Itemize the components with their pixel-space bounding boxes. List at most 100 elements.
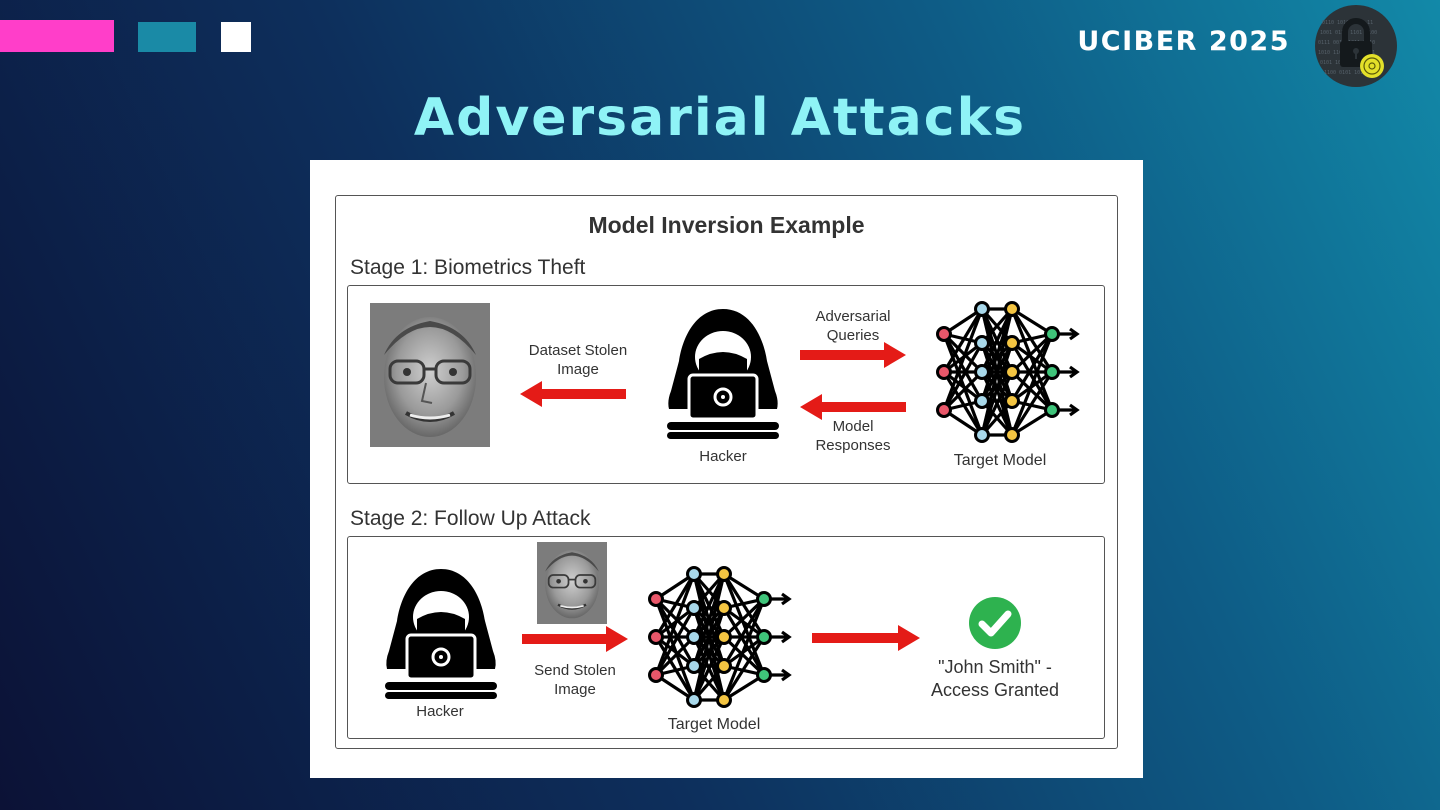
stage1-panel <box>347 285 1105 484</box>
network-node <box>974 427 990 443</box>
network-edge <box>980 371 1014 436</box>
network-edge <box>654 607 696 676</box>
network-node <box>1004 427 1020 443</box>
network-edge <box>692 636 726 701</box>
decor-square-white <box>221 22 251 52</box>
network-edge <box>942 332 984 374</box>
network-output-arrowhead <box>781 668 792 682</box>
stage2-panel <box>347 536 1105 739</box>
network-edge <box>1010 333 1054 402</box>
network-node <box>974 393 990 409</box>
stage1-hacker-label: Hacker <box>699 448 747 465</box>
lock-logo-icon: 0110 1010 0101 11 1001 0110 1101 0100 01… <box>1315 5 1397 87</box>
network-edge <box>1010 332 1054 374</box>
network-node <box>686 658 702 674</box>
network-node <box>648 629 664 645</box>
network-node <box>648 591 664 607</box>
network-node <box>716 566 732 582</box>
network-edge <box>654 635 696 677</box>
network-edge <box>722 597 766 639</box>
network-node <box>974 301 990 317</box>
stage2-label: Stage 2: Follow Up Attack <box>350 507 591 530</box>
network-node <box>936 364 952 380</box>
network-node <box>1044 364 1060 380</box>
check-circle-icon <box>969 597 1021 649</box>
network-edge <box>980 342 1014 436</box>
network-node <box>686 692 702 708</box>
network-edge <box>1011 341 1053 374</box>
network-node <box>1004 364 1020 380</box>
network-node <box>936 326 952 342</box>
stage1-model-label: Target Model <box>953 452 1047 469</box>
network-node <box>1044 402 1060 418</box>
stage1-label: Stage 1: Biometrics Theft <box>350 256 586 279</box>
network-edge <box>654 598 696 667</box>
network-edge <box>942 308 984 411</box>
diagram-frame: Model Inversion Example Stage 1: Biometr… <box>335 195 1118 749</box>
arrow-left-stolen <box>520 381 626 407</box>
network-edge <box>942 342 984 411</box>
access-granted-caption: "John Smith" - Access Granted <box>930 657 1060 700</box>
decor-bar-teal <box>138 22 196 52</box>
network-node <box>1044 326 1060 342</box>
network-edge <box>1010 342 1054 411</box>
network-edge <box>942 308 984 373</box>
network-node <box>974 364 990 380</box>
arrow-right-send <box>522 626 628 652</box>
network-edge <box>942 371 984 436</box>
network-edge <box>722 598 766 667</box>
network-node <box>686 600 702 616</box>
network-edge <box>1010 308 1054 373</box>
brand-text: UCIBER 2025 <box>1077 26 1290 57</box>
network-edge <box>722 636 766 701</box>
network-node <box>716 692 732 708</box>
network-edge <box>942 370 984 412</box>
hacker-icon <box>667 309 779 439</box>
network-edge <box>692 607 726 701</box>
network-node <box>756 591 772 607</box>
diagram-title: Model Inversion Example <box>588 212 865 238</box>
responses-caption: Model Responses <box>815 418 891 454</box>
network-output-arrowhead <box>1069 403 1080 417</box>
network-edge <box>722 573 766 638</box>
network-edge <box>722 598 766 701</box>
network-edge <box>1010 371 1054 436</box>
diagram-card: Model Inversion Example Stage 1: Biometr… <box>310 160 1143 778</box>
queries-caption: Adversarial Queries <box>815 308 891 344</box>
network-edge <box>722 573 766 676</box>
svg-text:1100 0101 1010 01: 1100 0101 1010 01 <box>1324 70 1375 76</box>
network-node <box>1004 393 1020 409</box>
stage2-hacker-label: Hacker <box>416 703 464 720</box>
svg-text:1001 0110 1101 0100: 1001 0110 1101 0100 <box>1320 30 1377 36</box>
network-node <box>974 335 990 351</box>
network-node <box>756 667 772 683</box>
stolen-image-caption: Dataset Stolen Image <box>528 342 628 378</box>
network-node <box>1004 335 1020 351</box>
decor-bar-pink <box>0 20 114 52</box>
network-edge <box>1010 308 1054 411</box>
network-edge <box>980 308 1014 436</box>
network-node <box>686 566 702 582</box>
network-edge <box>654 573 696 676</box>
target-model-network-icon <box>936 301 1080 443</box>
send-caption: Send Stolen Image <box>534 662 616 698</box>
network-edge <box>1010 333 1054 436</box>
network-node <box>716 600 732 616</box>
network-output-arrowhead <box>1069 365 1080 379</box>
network-edge <box>654 597 696 639</box>
stolen-face-thumbnail <box>537 542 607 624</box>
arrow-right-access <box>812 625 920 651</box>
stolen-face-image <box>370 303 490 447</box>
network-node <box>1004 301 1020 317</box>
arrow-left-responses <box>800 394 906 420</box>
hacker-icon-stage2 <box>385 569 497 699</box>
network-node <box>716 658 732 674</box>
network-node <box>686 629 702 645</box>
network-edge <box>942 333 984 402</box>
network-edge <box>692 573 726 701</box>
slide-title: Adversarial Attacks <box>413 88 1027 148</box>
network-output-arrowhead <box>781 630 792 644</box>
network-node <box>716 629 732 645</box>
network-node <box>756 629 772 645</box>
network-output-arrowhead <box>781 592 792 606</box>
